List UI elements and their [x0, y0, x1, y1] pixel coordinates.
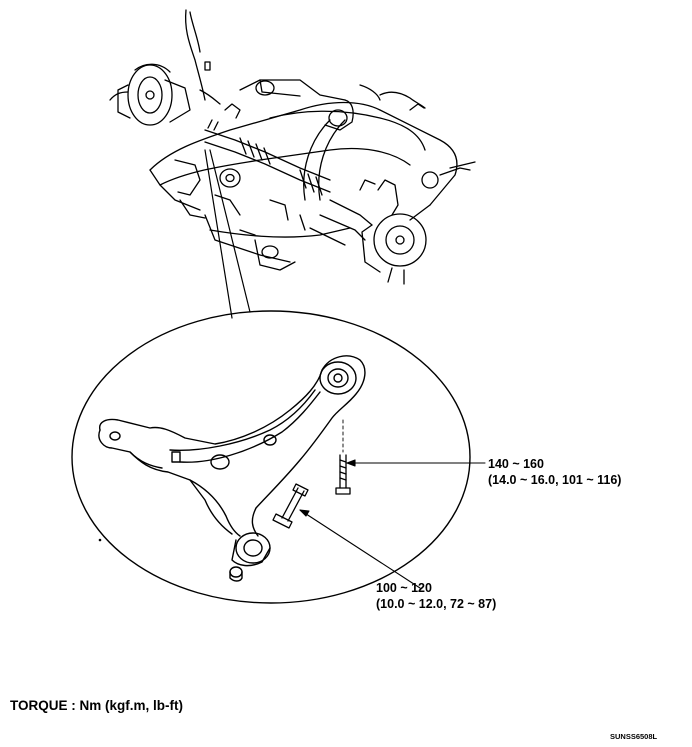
callout-lower-range: 100 ~ 120	[376, 581, 432, 595]
callout-upper-bolt: 140 ~ 160 (14.0 ~ 16.0, 101 ~ 116)	[488, 456, 621, 488]
detail-leader-lines	[204, 149, 251, 319]
callout-upper-range: 140 ~ 160	[488, 457, 544, 471]
callout-upper-conversion: (14.0 ~ 16.0, 101 ~ 116)	[488, 473, 622, 487]
lower-control-arm	[98, 355, 366, 582]
subframe-assembly	[109, 9, 476, 285]
stray-dot	[98, 538, 102, 542]
bolt-lower	[272, 483, 309, 529]
detail-view-ellipse	[71, 310, 471, 604]
callout-leaders	[299, 459, 486, 589]
bolt-upper	[335, 419, 351, 495]
callout-lower-bolt: 100 ~ 120 (10.0 ~ 12.0, 72 ~ 87)	[376, 580, 496, 612]
torque-legend: TORQUE : Nm (kgf.m, lb-ft)	[10, 698, 183, 713]
figure-code: SUNSS6508L	[610, 732, 658, 741]
callout-lower-conversion: (10.0 ~ 12.0, 72 ~ 87)	[376, 597, 497, 611]
